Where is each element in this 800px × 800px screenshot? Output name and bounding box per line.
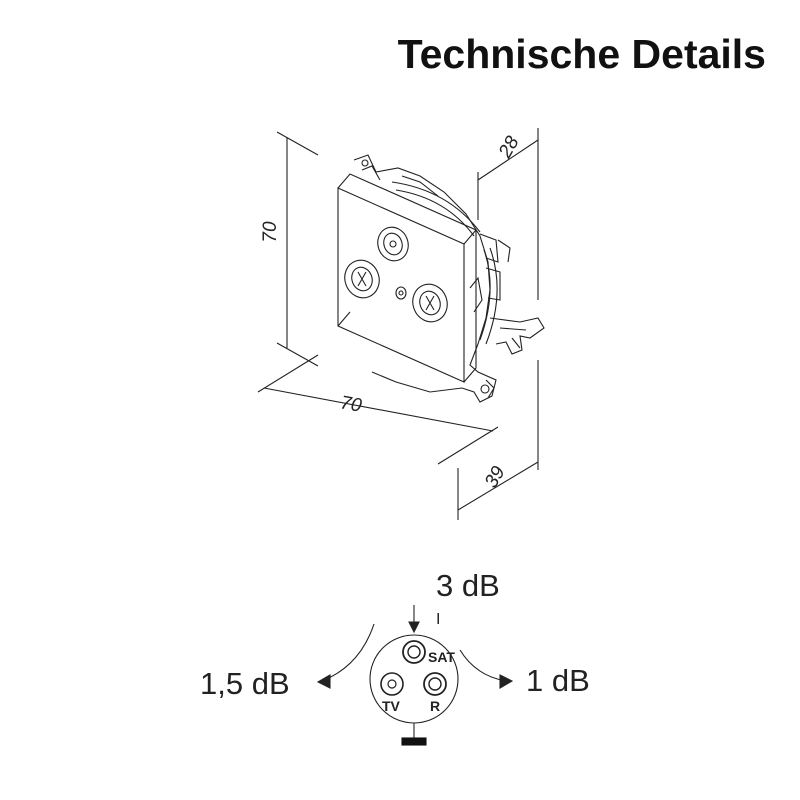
- input-marker: I: [436, 611, 440, 628]
- socket-drawing: [337, 154, 545, 403]
- depth-total-label: 39: [481, 462, 510, 491]
- tv-attenuation-label: 1,5 dB: [200, 666, 290, 701]
- signal-labels: 3 dB 1,5 dB 1 dB I SAT TV R: [200, 568, 590, 714]
- signal-schematic: [316, 605, 514, 746]
- r-attenuation-label: 1 dB: [526, 663, 590, 698]
- height-label: 70: [260, 221, 281, 243]
- tv-port: [380, 672, 404, 696]
- sat-attenuation-label: 3 dB: [436, 568, 500, 603]
- width-label: 70: [339, 392, 364, 416]
- sat-port-label: SAT: [428, 649, 455, 665]
- r-port-label: R: [430, 698, 440, 714]
- sat-port: [402, 640, 426, 664]
- depth-frame-label: 28: [494, 132, 523, 162]
- page-title: Technische Details: [397, 31, 766, 77]
- r-port: [423, 672, 447, 696]
- tv-port-label: TV: [382, 698, 401, 714]
- dimension-lines: [257, 128, 539, 520]
- dimension-labels: 70 70 28 39: [260, 132, 524, 491]
